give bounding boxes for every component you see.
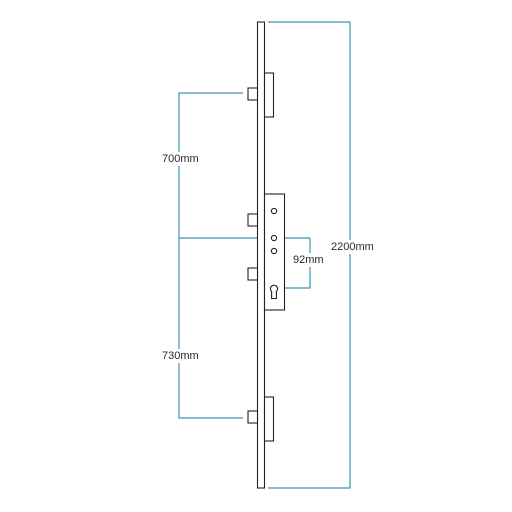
- spindle-hole: [270, 234, 278, 242]
- bottom-hook-box: [263, 396, 275, 442]
- bottom-hook-bolt: [247, 410, 259, 424]
- cylinder-cutout: [269, 284, 279, 300]
- label-2200mm: 2200mm: [330, 240, 375, 254]
- faceplate: [256, 21, 266, 489]
- top-hook-box: [263, 72, 275, 118]
- upper-roller: [247, 213, 259, 227]
- top-hook-bolt: [247, 87, 259, 101]
- label-730mm: 730mm: [161, 349, 200, 363]
- lower-roller: [247, 267, 259, 281]
- label-700mm: 700mm: [161, 152, 200, 166]
- dimension-bracket-730: [178, 238, 243, 419]
- top-screw-hole: [270, 207, 278, 215]
- dimension-lines: [178, 21, 351, 489]
- dimension-bracket-700: [178, 92, 243, 238]
- label-92mm: 92mm: [292, 253, 325, 267]
- lock-strip: [247, 21, 286, 489]
- follower-hole: [270, 247, 278, 255]
- dimension-bracket-2200: [268, 21, 351, 489]
